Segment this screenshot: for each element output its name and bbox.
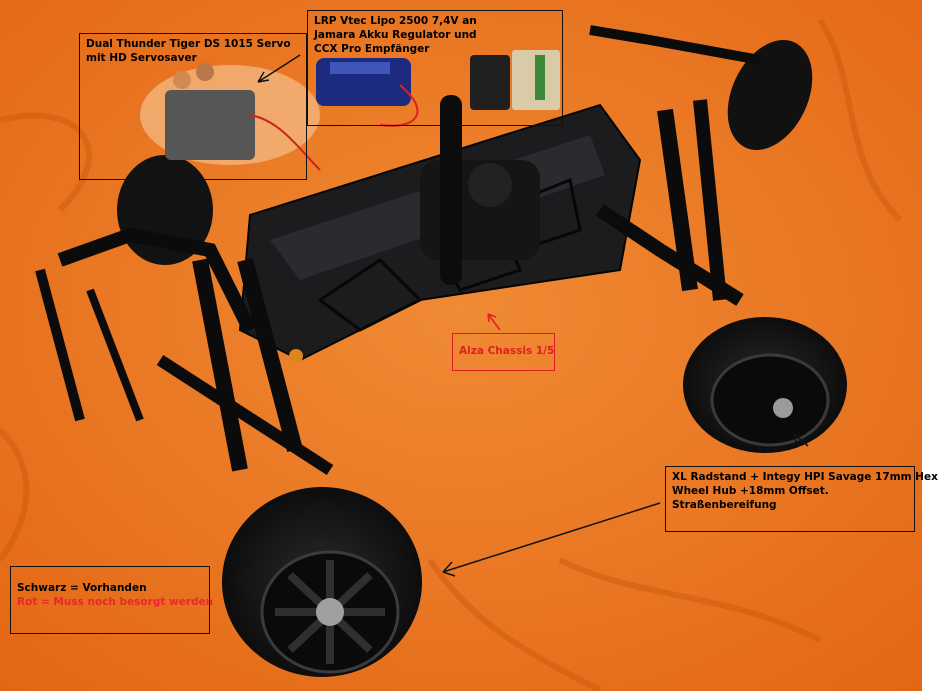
arrow-wheel-hub — [793, 433, 809, 447]
label-wheels-line3: Straßenbereifung — [672, 499, 777, 511]
wheel-rear-right — [727, 40, 813, 150]
arrow-wheels — [442, 502, 661, 577]
arrow-servo — [257, 54, 301, 83]
label-servo-line2: mit HD Servosaver — [86, 52, 197, 64]
legend-box: Schwarz = Vorhanden Rot = Muss noch beso… — [10, 566, 214, 634]
label-electronics-line1: LRP Vtec Lipo 2500 7,4V an — [314, 15, 477, 27]
annotation-arrows — [257, 54, 809, 577]
gearbox — [420, 95, 540, 285]
blanket-folds — [0, 18, 903, 691]
wheel-front-right — [683, 317, 847, 453]
legend-black: Schwarz = Vorhanden — [17, 582, 147, 594]
label-wheels-line2: Wheel Hub +18mm Offset. — [672, 485, 829, 497]
label-wheels-line1: XL Radstand + Integy HPI Savage 17mm Hex — [672, 471, 938, 483]
arrow-chassis — [487, 313, 501, 331]
wheel-front-left — [222, 487, 422, 677]
label-wheels: XL Radstand + Integy HPI Savage 17mm Hex… — [665, 466, 938, 532]
label-chassis-line1: Alza Chassis 1/5 — [459, 345, 555, 357]
label-electronics: LRP Vtec Lipo 2500 7,4V an Jamara Akku R… — [307, 10, 563, 126]
label-electronics-line2: Jamara Akku Regulator und — [314, 29, 477, 41]
receiver-photo — [470, 50, 560, 110]
label-electronics-line3: CCX Pro Empfänger — [314, 43, 430, 55]
front-right-suspension — [589, 25, 761, 306]
label-servo-line1: Dual Thunder Tiger DS 1015 Servo — [86, 38, 291, 50]
front-left-suspension — [35, 227, 334, 476]
battery-photo — [316, 58, 419, 127]
legend-red: Rot = Muss noch besorgt werden — [17, 596, 214, 608]
brass-bearing — [289, 349, 303, 363]
servo-photo — [140, 63, 321, 171]
label-servo: Dual Thunder Tiger DS 1015 Servo mit HD … — [79, 33, 307, 180]
label-chassis: Alza Chassis 1/5 — [452, 333, 555, 371]
